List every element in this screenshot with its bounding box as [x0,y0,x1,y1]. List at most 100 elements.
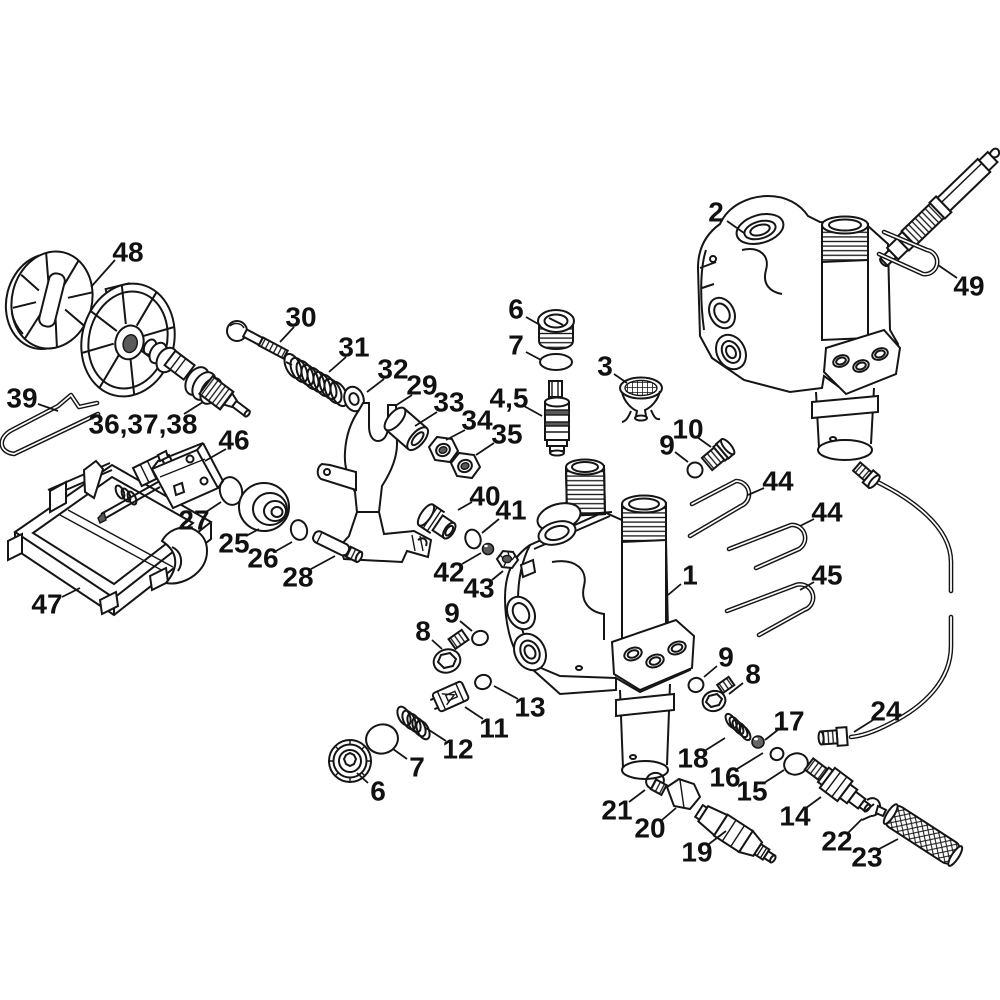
part-label-10: 10 [672,414,703,445]
part-label-46: 46 [218,425,249,456]
leader-line-22 [847,818,863,834]
part-label-32: 32 [377,354,408,385]
part-9-o-ring-left [471,629,489,647]
part-16-o-ring [769,746,785,762]
part-14-fitting [803,757,872,813]
part-6-screw-plug-bottom [328,739,372,783]
part-4-5-valve-cartridge [544,380,570,457]
leader-line-18 [705,737,726,751]
leader-line-44 [747,487,765,496]
part-34-lock-nut [427,435,460,464]
part-45-clip [724,582,816,638]
part-labels: 4830313229333435674,532493936,37,3846272… [6,197,984,873]
part-46-switch [150,442,225,510]
part-49-clip [876,229,940,277]
part-44-clip-a [687,478,752,539]
leader-line-34 [445,429,466,441]
leader-line-9 [674,451,689,463]
part-label-7: 7 [409,752,425,783]
part-label-11: 11 [479,713,509,744]
part-label-6: 6 [370,776,386,807]
part-40-bushing [416,503,457,540]
leader-line-45 [799,581,815,591]
leader-line-42 [461,552,482,565]
part-label-48: 48 [112,237,143,268]
part-label-6: 6 [508,294,524,325]
part-label-3: 3 [597,351,613,382]
leader-line-47 [61,587,81,598]
leader-line-41 [481,518,500,534]
part-20-nut [649,777,702,811]
part-11-valve-insert [429,680,470,713]
leader-line-7 [392,748,408,760]
part-label-13: 13 [514,692,545,723]
part-24-hose [817,460,954,747]
leader-line-21 [628,789,646,803]
part-label-22: 22 [821,826,852,857]
part-label-47: 47 [31,589,62,620]
part-label-14: 14 [779,801,811,832]
leader-line-27 [205,501,222,513]
leader-line-9 [703,665,718,678]
leader-line-39 [37,403,59,412]
part-43-lock-nut [495,549,520,570]
part-label-8: 8 [415,616,431,647]
leader-line-23 [878,838,899,850]
part-9-o-ring-lower [687,676,705,694]
part-label-21: 21 [601,795,632,826]
leader-line-40 [457,501,473,511]
part-15-o-ring [783,752,809,776]
part-label-44: 44 [811,497,843,528]
part-7-o-ring-top [539,353,573,371]
part-17-ball [751,735,765,749]
leader-line-48 [90,259,116,288]
part-label-9: 9 [444,598,460,629]
part-label-27: 27 [178,505,209,536]
pump-shaft [879,147,1000,268]
leader-line-33 [414,411,438,427]
leader-line-8 [728,682,744,695]
part-label-49: 49 [953,271,984,302]
leader-line-46 [204,448,227,462]
part-label-45: 45 [811,560,842,591]
leader-line-29 [394,394,413,407]
part-44-clip-b [726,522,808,571]
part-35-lock-nut [449,451,482,480]
part-label-43: 43 [463,573,494,604]
leader-line-49 [937,264,958,279]
part-label-35: 35 [491,419,522,450]
leader-line-32 [366,378,385,393]
leader-line-35 [475,442,495,456]
part-label-39: 39 [6,383,37,414]
part-label-40: 40 [469,481,500,512]
part-label-29: 29 [406,370,437,401]
part-label-20: 20 [634,813,665,844]
part-6-screw-plug-top [537,309,575,351]
leader-line-36-37-38 [183,401,204,415]
leader-line-10 [696,436,712,448]
leader-line-6 [525,316,541,326]
part-36-37-38-piston-set [142,338,251,418]
part-label-34: 34 [461,405,493,436]
part-41-o-ring [464,528,482,550]
part-label-1: 1 [682,560,698,591]
part-48-fan-disc [4,250,94,350]
part-label-19: 19 [681,837,712,868]
part-33-sleeve [383,406,430,452]
leader-line-16 [736,752,764,770]
leader-line-20 [661,807,677,821]
part-label-26: 26 [247,543,278,574]
part-27-o-ring [218,476,244,506]
part-1-pump-manifold [503,458,696,780]
part-18-spring [724,712,752,742]
part-32-washer [343,385,365,413]
part-label-24: 24 [870,696,902,727]
leader-line-25 [245,528,260,537]
part-label-16: 16 [709,762,740,793]
part-19-filter-body [693,803,777,864]
part-label-36-37-38: 36,37,38 [89,409,198,440]
leader-line-14 [805,796,822,809]
